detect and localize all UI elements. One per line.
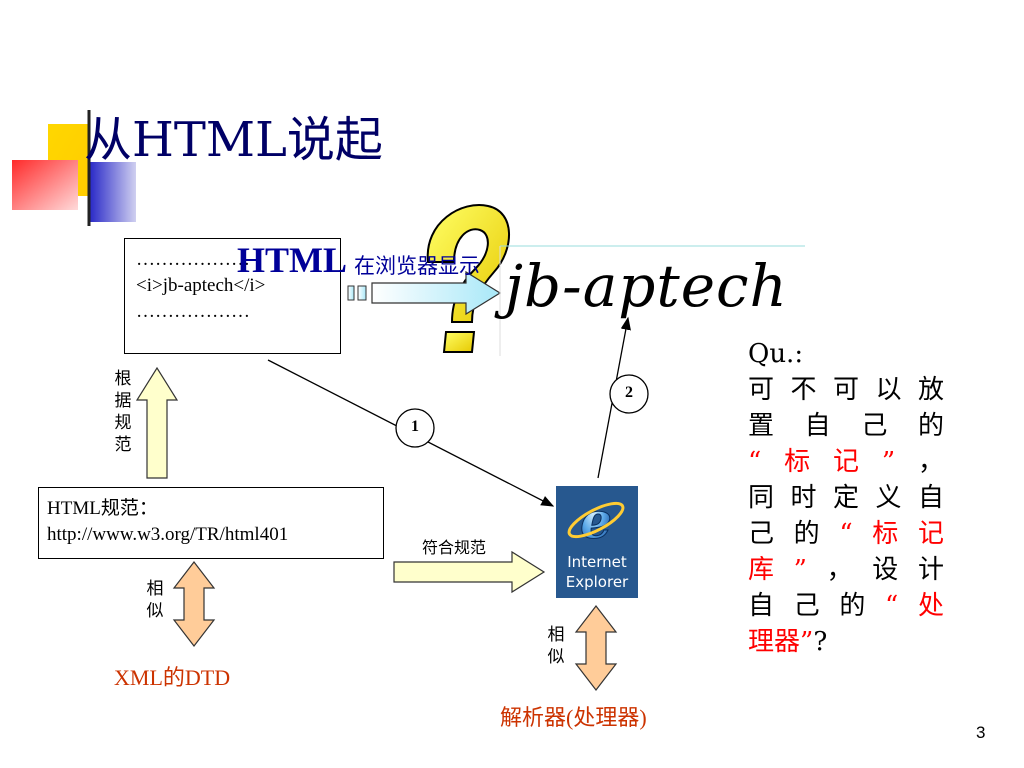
question-char: 的 <box>793 519 820 549</box>
question-char: ， <box>917 447 944 477</box>
question-char: Qu.: <box>748 339 804 369</box>
question-char: 以 <box>875 375 902 405</box>
internet-explorer-icon: e Internet Explorer <box>556 486 638 598</box>
question-row: 可不可以放 <box>748 372 944 408</box>
question-char: 自 <box>748 591 775 621</box>
according-spec-char: 范 <box>114 435 132 455</box>
similar-right-label: 相 似 <box>546 624 566 668</box>
spec-line-2: http://www.w3.org/TR/html401 <box>47 524 289 545</box>
question-row: 己的 “ 标记 <box>748 516 944 552</box>
question-char: ” <box>793 555 807 585</box>
question-char: 同 <box>748 483 775 513</box>
html-caption: HTML <box>237 240 348 280</box>
ie-label-1: Internet <box>567 553 627 571</box>
according-spec-char: 据 <box>114 391 132 411</box>
conform-arrow <box>393 550 546 594</box>
question-char: 标 <box>784 447 811 477</box>
question-mark-graphic <box>426 204 510 353</box>
question-row: 库 ” ， 设计 <box>748 552 944 588</box>
up-arrow <box>135 366 179 479</box>
deco-red-square <box>12 160 78 210</box>
similar-char: 相 <box>146 579 164 599</box>
page-number: 3 <box>976 723 986 742</box>
ie-logo-icon: e <box>567 491 625 548</box>
question-char: ” <box>881 447 896 477</box>
html-code-box: ……………… <i>jb-aptech</i> ……………… <box>124 238 341 354</box>
double-arrow-left <box>172 561 216 647</box>
deco-blue-square <box>90 162 136 222</box>
step1-number: 1 <box>411 418 419 435</box>
question-char: 记 <box>832 447 859 477</box>
question-row: 自己的 “ 处 <box>748 588 944 624</box>
question-char: 可 <box>748 375 775 405</box>
question-char: 的 <box>839 591 866 621</box>
question-char: “ <box>839 519 853 549</box>
similar-char: 似 <box>146 601 164 621</box>
according-spec-label: 根 据 规 范 <box>113 368 133 456</box>
question-char: 己 <box>748 519 775 549</box>
question-char: 放 <box>917 375 944 405</box>
question-text: Qu.:可不可以放置自己的“标记”，同时定义自己的“标记库”，设计自己的“处理器… <box>748 336 944 660</box>
html-spec-box: HTML规范： http://www.w3.org/TR/html401 <box>38 487 384 559</box>
parser-label: 解析器(处理器) <box>500 705 647 730</box>
question-row: 理器”? <box>748 624 944 660</box>
question-row: 置自己的 <box>748 408 944 444</box>
according-spec-char: 根 <box>114 369 132 389</box>
according-spec-char: 规 <box>114 413 132 433</box>
question-char: 自 <box>917 483 944 513</box>
conform-spec-label: 符合规范 <box>422 538 487 557</box>
question-char: 己 <box>861 411 888 441</box>
question-char: 定 <box>832 483 859 513</box>
question-char: 己 <box>793 591 820 621</box>
question-char: 标 <box>872 519 899 549</box>
question-char: 的 <box>917 411 944 441</box>
double-arrow-right <box>574 605 618 691</box>
code-line-3: ……………… <box>136 301 250 322</box>
browser-caption: 在浏览器显示 <box>354 254 480 278</box>
rendered-jb-aptech: jb-aptech <box>505 252 788 320</box>
question-char: 处 <box>917 591 944 621</box>
step2-number: 2 <box>625 384 633 401</box>
question-char: 可 <box>832 375 859 405</box>
question-char: 设 <box>872 555 899 585</box>
question-char: 器 <box>774 627 801 657</box>
question-char: “ <box>885 591 899 621</box>
slide-title: 从HTML说起 <box>84 112 383 168</box>
similar-left-label: 相 似 <box>145 578 165 622</box>
code-line-1: ……………… <box>136 249 250 270</box>
question-char: 置 <box>748 411 775 441</box>
similar-char: 似 <box>547 647 565 667</box>
code-line-2: <i>jb-aptech</i> <box>136 275 266 296</box>
question-row: Qu.: <box>748 336 944 372</box>
question-char: 库 <box>748 555 775 585</box>
step2-circle <box>609 374 649 414</box>
svg-text:e: e <box>580 491 612 548</box>
question-char: 记 <box>917 519 944 549</box>
question-row: 同时定义自 <box>748 480 944 516</box>
xml-dtd-label: XML的DTD <box>114 665 231 690</box>
question-char: 时 <box>790 483 817 513</box>
question-char: “ <box>748 447 762 477</box>
question-char: 自 <box>804 411 831 441</box>
question-char: ? <box>813 627 828 657</box>
similar-char: 相 <box>547 625 565 645</box>
question-char: 不 <box>790 375 817 405</box>
question-row: “ 标记 ” ， <box>748 444 944 480</box>
question-char: ” <box>800 627 814 657</box>
question-char: 义 <box>875 483 902 513</box>
ie-label-2: Explorer <box>565 573 629 591</box>
display-arrow <box>347 270 502 316</box>
question-char: ， <box>826 555 853 585</box>
question-char: 计 <box>917 555 944 585</box>
question-char: 理 <box>748 627 775 657</box>
spec-line-1: HTML规范： <box>47 498 158 519</box>
step1-circle <box>395 408 435 448</box>
